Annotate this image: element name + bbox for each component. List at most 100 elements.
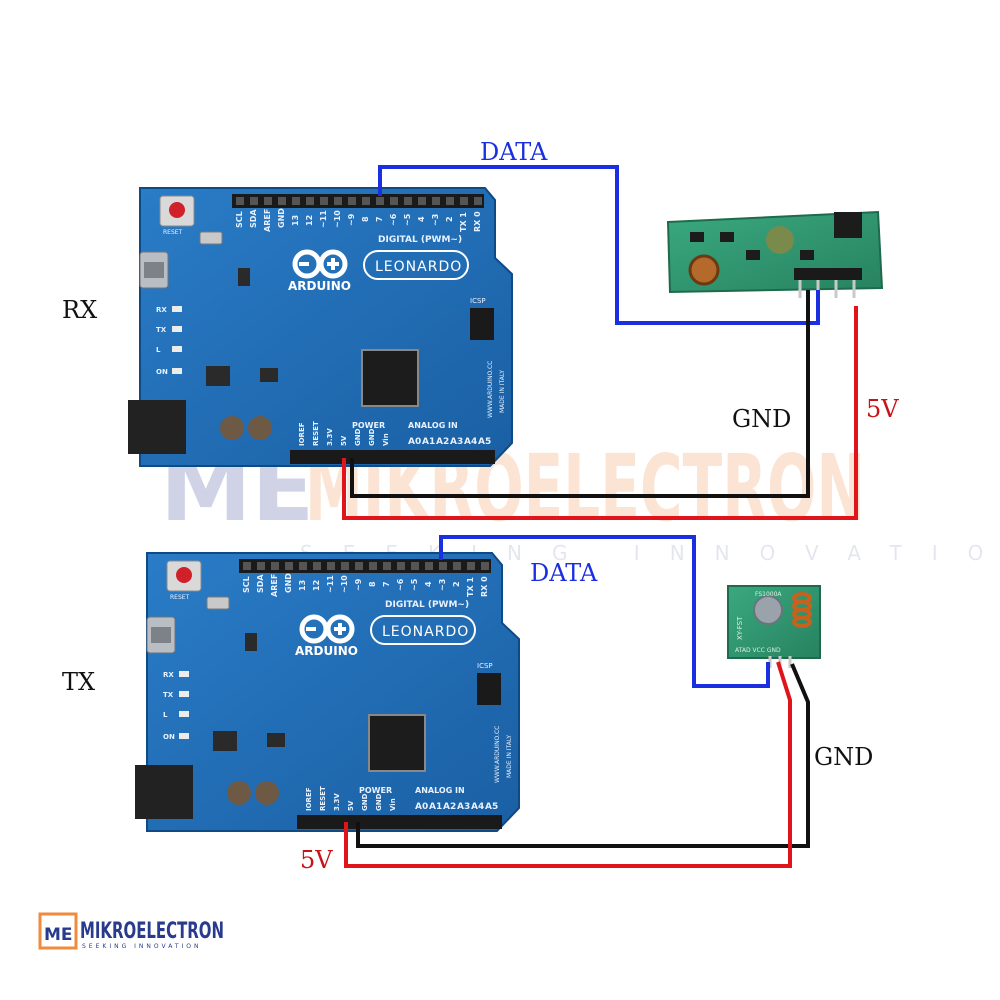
power-label: POWER — [359, 786, 392, 795]
digital-label: DIGITAL (PWM~) — [385, 600, 469, 610]
wire-5v-rx — [342, 306, 858, 520]
led-on-label: ON — [163, 733, 175, 741]
pin-gnd-1: GND — [361, 793, 369, 811]
pin-6: ~6 — [389, 213, 398, 226]
led-l-label: L — [163, 711, 168, 719]
reset-label: RESET — [170, 594, 190, 601]
made-in-label: MADE IN ITALY — [506, 735, 513, 778]
pin-10: ~10 — [333, 210, 342, 228]
wire-data-rx — [378, 165, 820, 325]
tx-pin-labels: ATAD VCC GND — [735, 647, 781, 654]
logo-me: ME — [44, 925, 73, 945]
pin-sda: SDA — [249, 209, 258, 228]
power-jack — [128, 400, 186, 454]
made-in-label: MADE IN ITALY — [499, 370, 506, 413]
icsp-header — [470, 308, 494, 340]
pin-8: 8 — [368, 581, 377, 587]
pin-scl: SCL — [235, 211, 244, 228]
pin-2: 2 — [452, 581, 461, 587]
rf-receiver-module — [666, 210, 884, 298]
pin-3v3: 3.3V — [326, 428, 334, 446]
pin-8: 8 — [361, 216, 370, 222]
pin-a2: A2 — [436, 437, 449, 447]
pin-ioref: IOREF — [305, 787, 313, 811]
pin-4: 4 — [424, 581, 433, 587]
icsp-label: ICSP — [477, 662, 493, 670]
led-tx-label: TX — [163, 691, 174, 699]
analog-label: ANALOG IN — [408, 421, 458, 430]
wire-5v-tx — [344, 661, 792, 868]
analog-label: ANALOG IN — [415, 786, 465, 795]
pin-aref: AREF — [263, 209, 272, 232]
pin-a1: A1 — [429, 802, 442, 812]
led-on-label: ON — [156, 368, 168, 376]
pin-2: 2 — [445, 216, 454, 222]
rx-label: RX — [62, 296, 97, 324]
arduino-board-tx: SCL SDA AREF GND 13 12 ~11 ~10 ~9 8 7 ~6… — [135, 552, 520, 832]
antenna-coil — [792, 592, 812, 628]
microcontroller — [361, 349, 419, 407]
tx-model-label: FS1000A — [755, 591, 782, 598]
pin-5v: 5V — [347, 800, 355, 811]
pin-ioref: IOREF — [298, 422, 306, 446]
gnd-label-top: GND — [732, 405, 791, 433]
data-label-top: DATA — [480, 138, 548, 166]
reset-label: RESET — [163, 229, 183, 236]
pin-7: 7 — [382, 581, 391, 587]
pin-rx0: RX 0 — [473, 211, 482, 232]
arduino-logo — [299, 614, 355, 644]
pin-gnd-1: GND — [354, 428, 362, 446]
pin-13: 13 — [298, 580, 307, 591]
tx-label: TX — [62, 668, 95, 696]
pin-gnd-2: GND — [375, 793, 383, 811]
pin-10: ~10 — [340, 575, 349, 593]
power-label: POWER — [352, 421, 385, 430]
pin-12: 12 — [305, 215, 314, 226]
arduino-board-rx: SCL SDA AREF GND 13 12 ~11 ~10 ~9 8 7 ~6… — [128, 187, 513, 467]
pin-a1: A1 — [422, 437, 435, 447]
wire-gnd-tx — [356, 663, 810, 848]
arduino-logo — [292, 249, 348, 279]
model-label: LEONARDO — [375, 259, 462, 275]
pin-5v: 5V — [340, 435, 348, 446]
rf-transmitter-module: FS1000A XY-FST ATAD VCC GND — [727, 585, 821, 668]
led-rx-label: RX — [156, 306, 167, 314]
power-jack — [135, 765, 193, 819]
pin-scl: SCL — [242, 576, 251, 593]
digital-label: DIGITAL (PWM~) — [378, 235, 462, 245]
pin-7: 7 — [375, 216, 384, 222]
5v-label-top: 5V — [866, 395, 899, 423]
pin-gnd-2: GND — [368, 428, 376, 446]
pin-vin: Vin — [389, 798, 397, 811]
reset-knob — [169, 202, 185, 218]
icsp-header — [477, 673, 501, 705]
ic-chip — [834, 212, 862, 238]
pin-vin: Vin — [382, 433, 390, 446]
pin-reset: RESET — [312, 421, 320, 446]
pin-tx1: TX 1 — [459, 212, 468, 232]
wire-gnd-rx — [350, 290, 810, 498]
pin-a0: A0 — [415, 802, 428, 812]
pin-6: ~6 — [396, 578, 405, 591]
logo-name: MIKROELECTRON — [80, 919, 224, 944]
pin-a2: A2 — [443, 802, 456, 812]
pin-4: 4 — [417, 216, 426, 222]
led-rx-label: RX — [163, 671, 174, 679]
model-label: LEONARDO — [382, 624, 469, 640]
trimmer — [766, 226, 794, 254]
pin-3: ~3 — [431, 214, 440, 226]
pin-3: ~3 — [438, 579, 447, 591]
coil — [688, 254, 720, 286]
pin-9: ~9 — [347, 213, 356, 226]
pin-a4: A4 — [471, 802, 484, 812]
pin-gnd: GND — [277, 208, 286, 228]
gnd-label-bottom: GND — [814, 743, 873, 771]
brand-label: ARDUINO — [288, 279, 351, 293]
power-analog-header — [290, 450, 495, 464]
logo-tagline: SEEKING INNOVATION — [82, 943, 202, 950]
microcontroller — [368, 714, 426, 772]
power-analog-header — [297, 815, 502, 829]
pin-tx1: TX 1 — [466, 577, 475, 597]
pin-a5: A5 — [485, 802, 498, 812]
